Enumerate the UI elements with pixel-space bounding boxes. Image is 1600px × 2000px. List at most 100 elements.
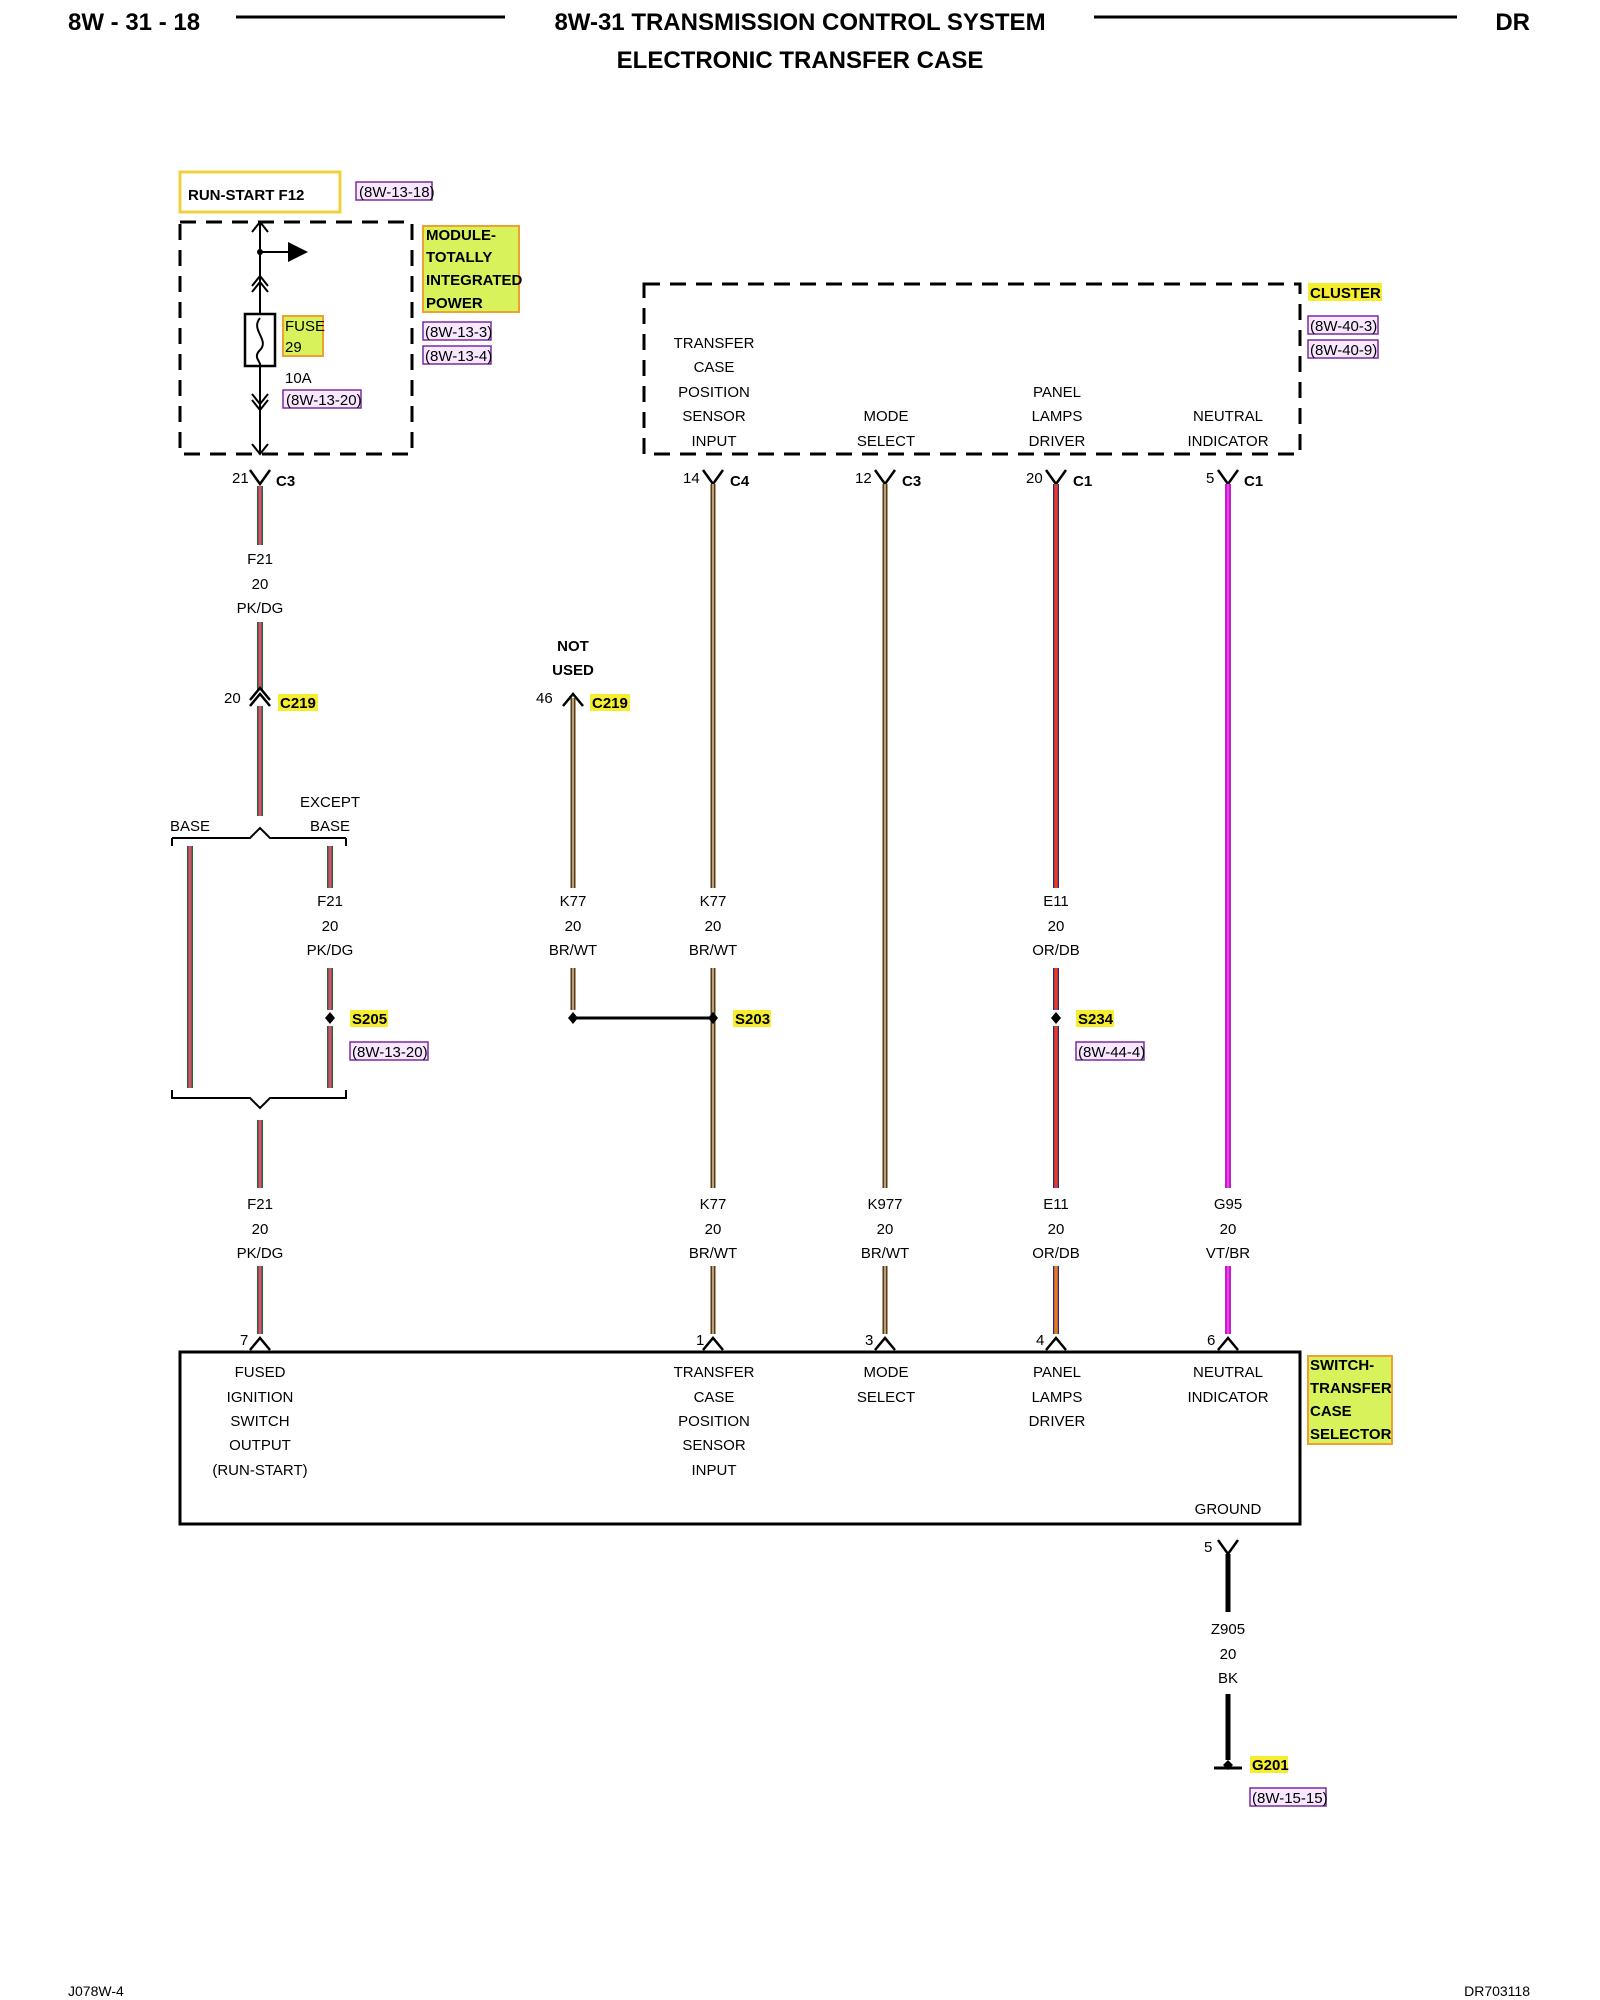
svg-text:DRIVER: DRIVER <box>1029 1413 1086 1430</box>
not-used-1: NOT <box>557 638 589 655</box>
svg-text:SELECT: SELECT <box>857 433 915 450</box>
s205-ref[interactable]: (8W-13-20) <box>352 1044 428 1061</box>
wire-f21-top-circuit: F21 <box>247 551 273 568</box>
svg-text:TRANSFER: TRANSFER <box>674 335 755 352</box>
fuse-number[interactable]: 29 <box>285 339 302 356</box>
svg-text:POSITION: POSITION <box>678 384 750 401</box>
wire-k77-left-circuit: K77 <box>560 893 587 910</box>
footer-left: J078W-4 <box>68 1983 124 1999</box>
tipm-name-2[interactable]: TOTALLY <box>426 249 492 266</box>
selector-label-panel: PANEL LAMPS DRIVER <box>1029 1364 1086 1430</box>
wire-f21-except-color: PK/DG <box>307 942 354 959</box>
wire-k977-circuit: K977 <box>867 1196 902 1213</box>
wire-k77-left-gauge: 20 <box>565 918 582 935</box>
wire-k77-lower-color: BR/WT <box>689 1245 737 1262</box>
wire-z905-color: BK <box>1218 1670 1238 1687</box>
wire-f21-lower-circuit: F21 <box>247 1196 273 1213</box>
page-id: 8W - 31 - 18 <box>68 9 200 36</box>
tipm-module-box <box>178 220 414 456</box>
ground-name[interactable]: G201 <box>1252 1757 1289 1774</box>
wire-k77-lower-gauge: 20 <box>705 1221 722 1238</box>
svg-text:DRIVER: DRIVER <box>1029 433 1086 450</box>
cluster-conn-c3: C3 <box>902 473 921 490</box>
selector-label-fused: FUSED IGNITION SWITCH OUTPUT (RUN-START) <box>212 1364 307 1479</box>
wire-k77-left-color: BR/WT <box>549 942 597 959</box>
svg-text:INPUT: INPUT <box>692 433 737 450</box>
page-subtitle: ELECTRONIC TRANSFER CASE <box>617 47 984 74</box>
c219-label-a[interactable]: C219 <box>280 695 316 712</box>
ground-ref[interactable]: (8W-15-15) <box>1252 1790 1328 1807</box>
wire-k977-color: BR/WT <box>861 1245 909 1262</box>
variant-except-base: BASE <box>310 818 350 835</box>
svg-text:MODE: MODE <box>864 408 909 425</box>
svg-text:LAMPS: LAMPS <box>1032 1389 1083 1406</box>
svg-text:PANEL: PANEL <box>1033 1364 1081 1381</box>
selector-pin-6: 6 <box>1207 1332 1215 1349</box>
cluster-conn-c1-a: C1 <box>1073 473 1092 490</box>
page-title: 8W-31 TRANSMISSION CONTROL SYSTEM <box>554 9 1045 36</box>
fuse-name[interactable]: FUSE <box>285 318 325 335</box>
cluster-name[interactable]: CLUSTER <box>1310 285 1381 302</box>
svg-text:NEUTRAL: NEUTRAL <box>1193 1364 1263 1381</box>
s205-label[interactable]: S205 <box>352 1011 387 1028</box>
s234-ref[interactable]: (8W-44-4) <box>1078 1044 1145 1061</box>
wire-k77-upper-circuit: K77 <box>700 893 727 910</box>
selector-name-2[interactable]: TRANSFER <box>1310 1380 1392 1397</box>
page-header: 8W - 31 - 18 8W-31 TRANSMISSION CONTROL … <box>68 9 1530 74</box>
wire-e11-lower-color: OR/DB <box>1032 1245 1080 1262</box>
cluster-pin-num-12: 12 <box>855 470 872 487</box>
svg-text:SENSOR: SENSOR <box>682 408 746 425</box>
fuse-icon <box>243 312 277 368</box>
svg-text:CASE: CASE <box>694 1389 735 1406</box>
selector-name-4[interactable]: SELECTOR <box>1310 1426 1392 1443</box>
wire-f21-lower-color: PK/DG <box>237 1245 284 1262</box>
cluster-ref-1[interactable]: (8W-40-3) <box>1310 318 1377 335</box>
cluster-pin-num-5: 5 <box>1206 470 1214 487</box>
tipm-name-4[interactable]: POWER <box>426 295 483 312</box>
selector-pin-7: 7 <box>240 1332 248 1349</box>
c219-pin-46: 46 <box>536 690 553 707</box>
cluster-ref-2[interactable]: (8W-40-9) <box>1310 342 1377 359</box>
cluster-pin-neutral: NEUTRAL INDICATOR <box>1187 408 1268 450</box>
power-source-ref[interactable]: (8W-13-18) <box>359 184 435 201</box>
wire-e11-upper-gauge: 20 <box>1048 918 1065 935</box>
wire-g95-circuit: G95 <box>1214 1196 1242 1213</box>
tipm-ref-1[interactable]: (8W-13-3) <box>425 324 492 341</box>
wire-z905-gauge: 20 <box>1220 1646 1237 1663</box>
selector-name-3[interactable]: CASE <box>1310 1403 1352 1420</box>
svg-text:SENSOR: SENSOR <box>682 1437 746 1454</box>
svg-text:SWITCH: SWITCH <box>230 1413 289 1430</box>
selector-label-tcps: TRANSFER CASE POSITION SENSOR INPUT <box>674 1364 755 1479</box>
selector-label-mode: MODE SELECT <box>857 1364 915 1406</box>
model-code: DR <box>1495 9 1530 36</box>
wire-k977-gauge: 20 <box>877 1221 894 1238</box>
wire-f21-except-gauge: 20 <box>322 918 339 935</box>
s234-label[interactable]: S234 <box>1078 1011 1114 1028</box>
svg-text:INDICATOR: INDICATOR <box>1187 1389 1268 1406</box>
c219-label-b[interactable]: C219 <box>592 695 628 712</box>
svg-text:TRANSFER: TRANSFER <box>674 1364 755 1381</box>
cluster-pin-panel: PANEL LAMPS DRIVER <box>1029 384 1086 450</box>
wire-z905-circuit: Z905 <box>1211 1621 1245 1638</box>
wire-f21-except-circuit: F21 <box>317 893 343 910</box>
svg-text:INPUT: INPUT <box>692 1462 737 1479</box>
tipm-name-3[interactable]: INTEGRATED <box>426 272 523 289</box>
footer-right: DR703118 <box>1464 1983 1530 1999</box>
selector-switch-box <box>178 1350 1302 1526</box>
selector-name-1[interactable]: SWITCH- <box>1310 1357 1374 1374</box>
svg-text:LAMPS: LAMPS <box>1032 408 1083 425</box>
cluster-conn-c4: C4 <box>730 473 750 490</box>
wire-f21-top-color: PK/DG <box>237 600 284 617</box>
cluster-pin-num-20: 20 <box>1026 470 1043 487</box>
wire-k77-left[interactable] <box>570 698 713 1020</box>
s203-label[interactable]: S203 <box>735 1011 770 1028</box>
wire-g95-gauge: 20 <box>1220 1221 1237 1238</box>
cluster-box <box>642 282 1302 456</box>
tipm-name-1[interactable]: MODULE- <box>426 227 496 244</box>
wire-g95-color: VT/BR <box>1206 1245 1250 1262</box>
svg-text:MODE: MODE <box>864 1364 909 1381</box>
wire-f21-lower-gauge: 20 <box>252 1221 269 1238</box>
tipm-ref-2[interactable]: (8W-13-4) <box>425 348 492 365</box>
fuse-ref[interactable]: (8W-13-20) <box>286 392 362 409</box>
